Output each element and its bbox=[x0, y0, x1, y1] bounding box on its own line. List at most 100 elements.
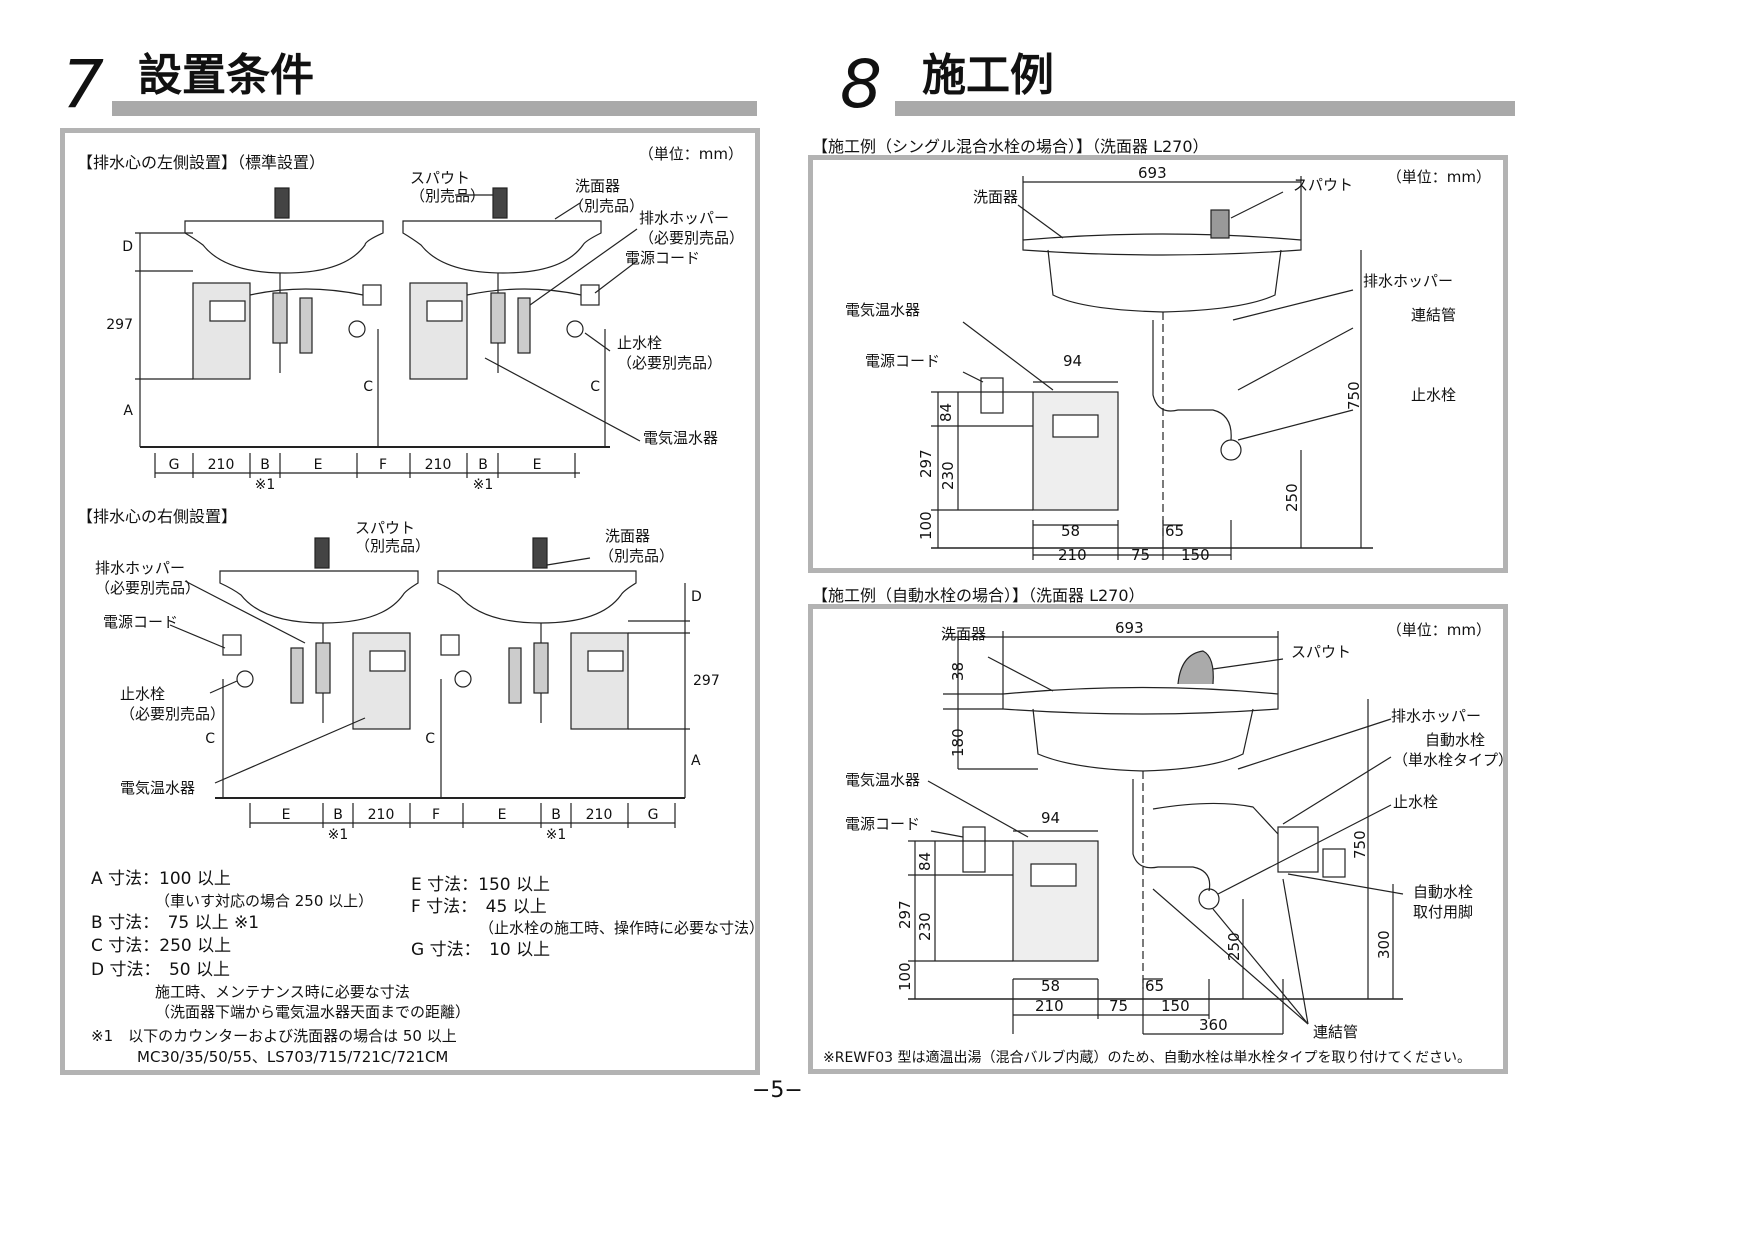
top-label-spout: スパウト bbox=[1293, 176, 1353, 194]
label-hopper-lower: 排水ホッパー bbox=[95, 559, 185, 577]
bot-dim-250: 250 bbox=[1225, 932, 1243, 961]
unit-label-top: （単位：mm） bbox=[1386, 168, 1491, 186]
label-valve-upper: 止水栓 bbox=[617, 334, 662, 352]
dim-e1-upper: E bbox=[314, 457, 323, 473]
dim-210a-upper: 210 bbox=[208, 457, 235, 473]
top-dim-58: 58 bbox=[1061, 522, 1080, 540]
bot-dim-75: 75 bbox=[1109, 997, 1128, 1015]
label-hopper-sep-lower: （必要別売品） bbox=[95, 579, 200, 597]
right-install-caption: 【排水心の右側設置】 bbox=[77, 507, 238, 526]
top-dim-750: 750 bbox=[1345, 381, 1363, 410]
single-faucet-diagram: 693 94 84 297 230 100 58 65 210 75 150 2… bbox=[845, 164, 1456, 564]
label-basin-upper: 洗面器 bbox=[575, 177, 620, 195]
dim-b2-lower: B bbox=[551, 807, 561, 823]
top-dim-693: 693 bbox=[1138, 164, 1167, 182]
spec-e: E 寸法：150 以上 bbox=[411, 875, 550, 895]
dim-a-upper: A bbox=[123, 403, 133, 419]
dim-d-lower: D bbox=[691, 589, 702, 605]
basin-right-2 bbox=[437, 537, 637, 730]
dim-210b-upper: 210 bbox=[425, 457, 452, 473]
single-faucet-caption: 【施工例（シングル混合水栓の場合）】（洗面器 L270） bbox=[812, 137, 1209, 156]
bot-dim-750: 750 bbox=[1351, 830, 1369, 859]
bot-label-pipe: 連結管 bbox=[1313, 1023, 1358, 1039]
spec-f: F 寸法： 45 以上 bbox=[411, 897, 547, 917]
top-label-basin: 洗面器 bbox=[973, 188, 1018, 206]
label-hopper-sep-upper: （必要別売品） bbox=[639, 229, 744, 247]
spec-f-note: （止水栓の施工時、操作時に必要な寸法） bbox=[479, 919, 765, 937]
note-mark-2: ※1 bbox=[473, 477, 494, 493]
spec-note-body: MC30/35/50/55、LS703/715/721C/721CM bbox=[137, 1048, 449, 1066]
dim-f-upper: F bbox=[379, 457, 387, 473]
label-cord-upper: 電源コード bbox=[625, 249, 700, 267]
top-dim-100: 100 bbox=[917, 511, 935, 540]
top-dim-230: 230 bbox=[939, 461, 957, 490]
top-dim-210: 210 bbox=[1058, 546, 1087, 564]
spec-d: D 寸法： 50 以上 bbox=[91, 960, 231, 980]
label-basin-sep-upper: （別売品） bbox=[569, 197, 644, 215]
basin-right-1 bbox=[219, 537, 419, 730]
page-number: −5− bbox=[752, 1078, 803, 1103]
dim-g-upper: G bbox=[169, 457, 180, 473]
top-label-pipe: 連結管 bbox=[1411, 306, 1456, 324]
single-faucet-panel: （単位：mm） bbox=[808, 155, 1508, 573]
bot-dim-150: 150 bbox=[1161, 997, 1190, 1015]
bot-dim-230: 230 bbox=[916, 912, 934, 941]
bot-dim-38: 38 bbox=[949, 662, 967, 681]
dim-210a-lower: 210 bbox=[368, 807, 395, 823]
spec-a-note: （車いす対応の場合 250 以上） bbox=[155, 892, 374, 910]
label-cord-lower: 電源コード bbox=[103, 613, 178, 631]
section7-bar bbox=[112, 101, 757, 116]
bot-label-valve: 止水栓 bbox=[1393, 793, 1438, 811]
bot-dim-360: 360 bbox=[1199, 1016, 1228, 1034]
top-dim-94: 94 bbox=[1063, 352, 1082, 370]
spec-d-note1: 施工時、メンテナンス時に必要な寸法 bbox=[155, 983, 410, 1001]
bot-label-basin: 洗面器 bbox=[941, 625, 986, 643]
top-label-heater: 電気温水器 bbox=[845, 301, 920, 319]
auto-faucet-diagram: 693 38 180 94 84 297 230 100 58 65 210 7… bbox=[845, 619, 1503, 1039]
auto-faucet-footnote: ※REWF03 型は適温出湯（混合バルブ内蔵）のため、自動水栓は単水栓タイプを取… bbox=[823, 1050, 1472, 1066]
spec-a: A 寸法：100 以上 bbox=[91, 869, 231, 889]
top-dim-84: 84 bbox=[937, 403, 955, 422]
label-valve-lower: 止水栓 bbox=[120, 685, 165, 703]
dim-c1-upper: C bbox=[363, 379, 373, 395]
dim-c1-lower: C bbox=[205, 731, 215, 747]
dim-d-upper: D bbox=[122, 239, 133, 255]
top-dim-65: 65 bbox=[1165, 522, 1184, 540]
label-spout-sep-lower: （別売品） bbox=[355, 537, 430, 555]
dim-c2-upper: C bbox=[590, 379, 600, 395]
label-spout-lower: スパウト bbox=[355, 519, 415, 537]
dim-f-lower: F bbox=[432, 807, 440, 823]
note-mark-4: ※1 bbox=[546, 827, 567, 843]
section8-bar bbox=[895, 101, 1515, 116]
bot-dim-94: 94 bbox=[1041, 809, 1060, 827]
dim-b1-lower: B bbox=[333, 807, 343, 823]
label-hopper-upper: 排水ホッパー bbox=[639, 209, 729, 227]
section8-number: 8 bbox=[840, 46, 882, 123]
label-spout-sep-upper: （別売品） bbox=[410, 187, 485, 205]
label-basin-lower: 洗面器 bbox=[605, 527, 650, 545]
bot-dim-297: 297 bbox=[896, 900, 914, 929]
auto-faucet-panel: （単位：mm） bbox=[808, 604, 1508, 1074]
section7-number: 7 bbox=[62, 46, 104, 123]
spec-b: B 寸法： 75 以上 ※1 bbox=[91, 913, 260, 933]
top-dim-150: 150 bbox=[1181, 546, 1210, 564]
bot-label-foot2: 取付用脚 bbox=[1413, 903, 1473, 921]
bot-label-cord: 電源コード bbox=[845, 815, 920, 833]
bot-label-spout: スパウト bbox=[1291, 643, 1351, 661]
bot-label-auto1: 自動水栓 bbox=[1425, 731, 1485, 749]
top-label-hopper: 排水ホッパー bbox=[1363, 272, 1453, 290]
dim-e2-lower: E bbox=[498, 807, 507, 823]
top-label-cord: 電源コード bbox=[865, 352, 940, 370]
dim-b2-upper: B bbox=[478, 457, 488, 473]
label-heater-lower: 電気温水器 bbox=[120, 779, 195, 797]
bot-dim-693: 693 bbox=[1115, 619, 1144, 637]
unit-label-bottom: （単位：mm） bbox=[1386, 621, 1491, 639]
unit-label: （単位：mm） bbox=[638, 145, 743, 163]
label-basin-sep-lower: （別売品） bbox=[599, 547, 674, 565]
bot-label-foot1: 自動水栓 bbox=[1413, 883, 1473, 901]
label-valve-sep-lower: （必要別売品） bbox=[120, 705, 225, 723]
spec-d-note2: （洗面器下端から電気温水器天面までの距離） bbox=[155, 1003, 471, 1021]
bot-dim-58: 58 bbox=[1041, 977, 1060, 995]
auto-faucet-caption: 【施工例（自動水栓の場合）】（洗面器 L270） bbox=[812, 586, 1145, 605]
bot-label-heater: 電気温水器 bbox=[845, 771, 920, 789]
